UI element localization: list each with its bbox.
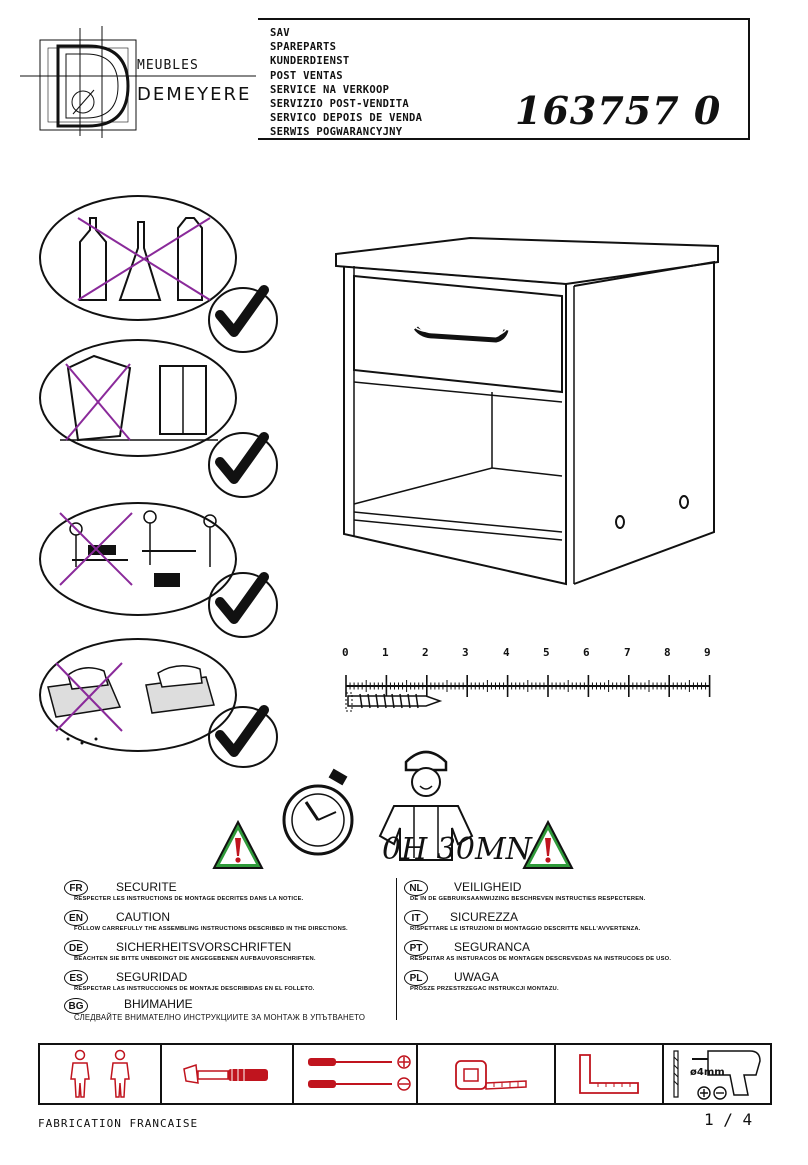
- assembly-time-illustration: [282, 750, 474, 861]
- safety-title: SICUREZZA: [450, 910, 519, 924]
- after-sales-lines: SAV SPAREPARTS KUNDERDIENST POST VENTAS …: [270, 26, 422, 140]
- safety-title: ВНИМАНИЕ: [124, 997, 193, 1011]
- safety-text: RISPETTARE LE ISTRUZIONI DI MONTAGGIO DE…: [410, 926, 641, 932]
- ruler-tick-label: 6: [583, 646, 590, 659]
- safety-title: UWAGA: [454, 970, 499, 984]
- safety-text: RESPEITAR AS INSTURACOS DE MONTAGEN DESC…: [410, 956, 672, 962]
- tool-cell: [40, 1045, 162, 1103]
- language-badge: FR: [64, 880, 88, 896]
- do-not-overload-icon: [39, 502, 237, 616]
- ruler-tick-label: 8: [664, 646, 671, 659]
- two-people-icon: [70, 1049, 130, 1098]
- language-badge: DE: [64, 940, 88, 956]
- safety-title: SEGURANCA: [454, 940, 531, 954]
- drill-bit-size: ø4mm: [690, 1067, 725, 1078]
- square-ruler-icon: [579, 1054, 639, 1094]
- care-pictograms: [39, 195, 278, 768]
- service-line: SERVICE NA VERKOOP: [270, 83, 390, 96]
- brand-demeyere: DEMEYERE: [137, 84, 252, 105]
- page-number: 1 / 4: [704, 1110, 753, 1129]
- worker-icon: [378, 750, 474, 861]
- safety-text: PROSZE PRZESTRZEGAC INSTRUKCJI MONTAZU.: [410, 986, 559, 992]
- safety-title: VEILIGHEID: [454, 880, 522, 894]
- product-reference: 163757 0: [515, 88, 722, 133]
- ruler-tick-label: 1: [382, 646, 389, 659]
- tape-measure-icon: [455, 1060, 527, 1090]
- ruler-tick-label: 4: [503, 646, 510, 659]
- tool-cell: [418, 1045, 556, 1103]
- upright-furniture-icon: [39, 339, 237, 457]
- nightstand-drawing: [335, 236, 719, 586]
- ruler-icon: [345, 675, 711, 712]
- safety-title: SICHERHEITSVORSCHRIFTEN: [116, 940, 292, 954]
- hammer-icon: [183, 1063, 268, 1084]
- service-line: SAV: [270, 27, 290, 39]
- checkmark-icon: [215, 705, 269, 757]
- demeyere-logo-icon: [20, 26, 256, 138]
- safety-title: SECURITE: [116, 880, 177, 894]
- service-line: SPAREPARTS: [270, 41, 337, 54]
- tool-cell: [556, 1045, 664, 1103]
- service-line: SERVICO DEPOIS DE VENDA: [270, 112, 423, 125]
- stopwatch-icon: [282, 768, 354, 856]
- hole-icon: [679, 495, 689, 509]
- language-badge: PL: [404, 970, 428, 986]
- ruler-tick-label: 5: [543, 646, 550, 659]
- tool-cell: [294, 1045, 418, 1103]
- warning-icon: [522, 819, 574, 869]
- brand-meubles: MEUBLES: [137, 58, 199, 73]
- safety-text: DE IN DE GEBRUIKSAANWIJZING BESCHREVEN I…: [410, 896, 646, 902]
- language-badge: NL: [404, 880, 428, 896]
- service-line: KUNDERDIENST: [270, 55, 350, 68]
- no-chemicals-icon: [39, 195, 237, 321]
- language-badge: EN: [64, 910, 88, 926]
- language-badge: BG: [64, 998, 88, 1014]
- ruler-tick-label: 9: [704, 646, 711, 659]
- column-divider: [396, 878, 397, 1020]
- ruler-tick-label: 7: [624, 646, 631, 659]
- tool-cell: [162, 1045, 294, 1103]
- measurement-ruler: 0 1 2 3 4 5 6 7 8 9: [336, 646, 716, 726]
- after-sales-box: SAV SPAREPARTS KUNDERDIENST POST VENTAS …: [258, 18, 750, 140]
- drill-icon: [673, 1050, 761, 1100]
- safety-text: FOLLOW CARREFULLY THE ASSEMBLING INSTRUC…: [74, 926, 348, 932]
- checkmark-icon: [215, 432, 269, 484]
- language-badge: IT: [404, 910, 428, 926]
- ruler-tick-label: 2: [422, 646, 429, 659]
- ruler-tick-label: 3: [462, 646, 469, 659]
- origin-label: FABRICATION FRANCAISE: [38, 1117, 199, 1130]
- ruler-tick-label: 0: [342, 646, 349, 659]
- checkmark-icon: [215, 572, 269, 624]
- service-line: SERVIZIO POST-VENDITA: [270, 98, 410, 111]
- safety-text: RESPECTAR LAS INSTRUCCIONES DE MONTAJE D…: [74, 986, 315, 992]
- safety-title: SEGURIDAD: [116, 970, 188, 984]
- safety-title: CAUTION: [116, 910, 170, 924]
- safety-right-column: NL VEILIGHEID DE IN DE GEBRUIKSAANWIJZIN…: [404, 878, 764, 1018]
- safety-text: СЛЕДВАЙТЕ ВНИМАТЕЛНО ИНСТРУКЦИИТЕ ЗА МОН…: [74, 1013, 366, 1022]
- checkmark-icon: [215, 285, 269, 337]
- tool-cell: ø4mm: [664, 1045, 770, 1103]
- language-badge: PT: [404, 940, 428, 956]
- safety-left-column: FR SECURITE RESPECTER LES INSTRUCTIONS D…: [64, 878, 404, 1028]
- safety-text: RESPECTER LES INSTRUCTIONS DE MONTAGE DE…: [74, 896, 304, 902]
- service-line: POST VENTAS: [270, 69, 343, 82]
- screwdrivers-icon: [308, 1055, 411, 1091]
- dry-cloth-cleaning-icon: [39, 638, 237, 752]
- hole-icon: [615, 515, 625, 529]
- language-badge: ES: [64, 970, 88, 986]
- brand-logo: [18, 18, 258, 140]
- service-line: SERWIS POGWARANCYJNY: [270, 126, 403, 139]
- safety-text: BEACHTEN SIE BITTE UNBEDINGT DIE ANGEGEB…: [74, 956, 316, 962]
- assembly-duration: 0H 30MN: [382, 832, 532, 867]
- warning-icon: [212, 819, 264, 869]
- required-tools: ø4mm: [38, 1043, 772, 1105]
